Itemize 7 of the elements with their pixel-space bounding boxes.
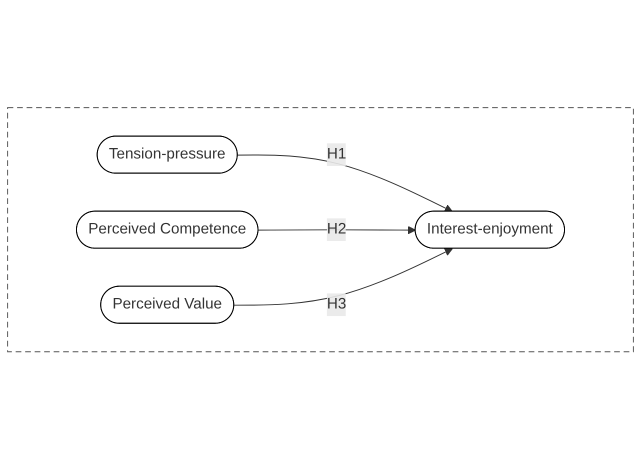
cluster: [7, 106, 634, 352]
edge-label: H1: [326, 146, 346, 162]
edge-label: H2: [326, 220, 346, 238]
arrow: [234, 248, 453, 306]
arrow: [258, 226, 416, 234]
arrow: [237, 154, 453, 212]
edge-label: H3: [326, 296, 346, 312]
